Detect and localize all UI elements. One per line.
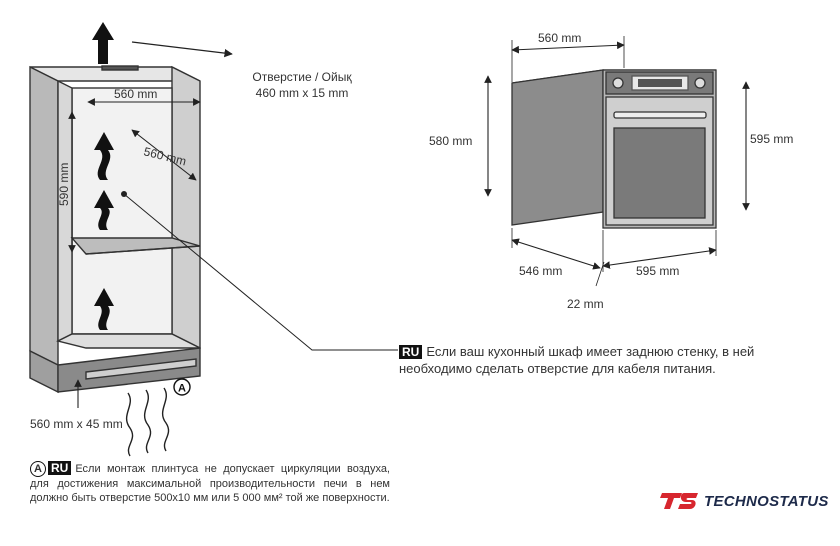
floor-air-waves — [125, 387, 170, 457]
exhaust-arrow — [131, 41, 233, 58]
airflow-arrow-icon — [94, 132, 114, 180]
dim-line-oven-front-width — [602, 247, 717, 269]
brand-mark-icon — [660, 493, 698, 509]
dim-cabinet-height: 590 mm — [57, 163, 71, 206]
knob-left-icon — [612, 77, 624, 89]
airflow-arrow-icon — [94, 288, 114, 330]
dim-oven-height-front: 595 mm — [750, 132, 793, 146]
dim-line-oven-depth — [511, 238, 601, 270]
opening-label: Отверстие / Ойық 460 mm x 15 mm — [232, 69, 372, 101]
dim-oven-front-width: 595 mm — [636, 264, 679, 278]
cabinet — [29, 65, 201, 394]
dim-line-cabinet-depth — [131, 129, 197, 181]
opening-label-line1: Отверстие / Ойық — [252, 70, 352, 84]
leader-line — [123, 193, 398, 351]
dim-oven-depth: 546 mm — [519, 264, 562, 278]
note-a-text: Если монтаж плинтуса не допускает циркул… — [30, 463, 390, 504]
dim-oven-width-top: 560 mm — [538, 31, 581, 45]
dim-plinth-opening: 560 mm x 45 mm — [30, 417, 123, 431]
marker-a: A — [173, 378, 191, 396]
knob-right-icon — [694, 77, 706, 89]
marker-a-badge: A — [30, 461, 46, 477]
door-handle — [613, 111, 707, 119]
dim-line-door-depth — [595, 261, 605, 287]
brand-name: TECHNOSTATUS — [704, 492, 829, 510]
airflow-arrows — [92, 22, 114, 330]
ru-badge: RU — [399, 345, 423, 359]
svg-text:A: A — [178, 383, 186, 395]
brand-logo: TECHNOSTATUS — [660, 488, 829, 514]
opening-label-line2: 460 mm x 15 mm — [255, 86, 349, 100]
dim-oven-height-body: 580 mm — [429, 134, 472, 148]
airflow-arrow-icon — [92, 22, 114, 64]
dim-cabinet-width: 560 mm — [114, 87, 157, 101]
note-ru-text: Если ваш кухонный шкаф имеет заднюю стен… — [399, 344, 755, 376]
oven — [511, 69, 717, 229]
dim-line-oven-width-top — [511, 41, 625, 54]
airflow-arrow-icon — [94, 190, 114, 230]
ru-badge-bottom: RU — [48, 461, 72, 475]
dim-oven-door-depth: 22 mm — [567, 297, 604, 311]
